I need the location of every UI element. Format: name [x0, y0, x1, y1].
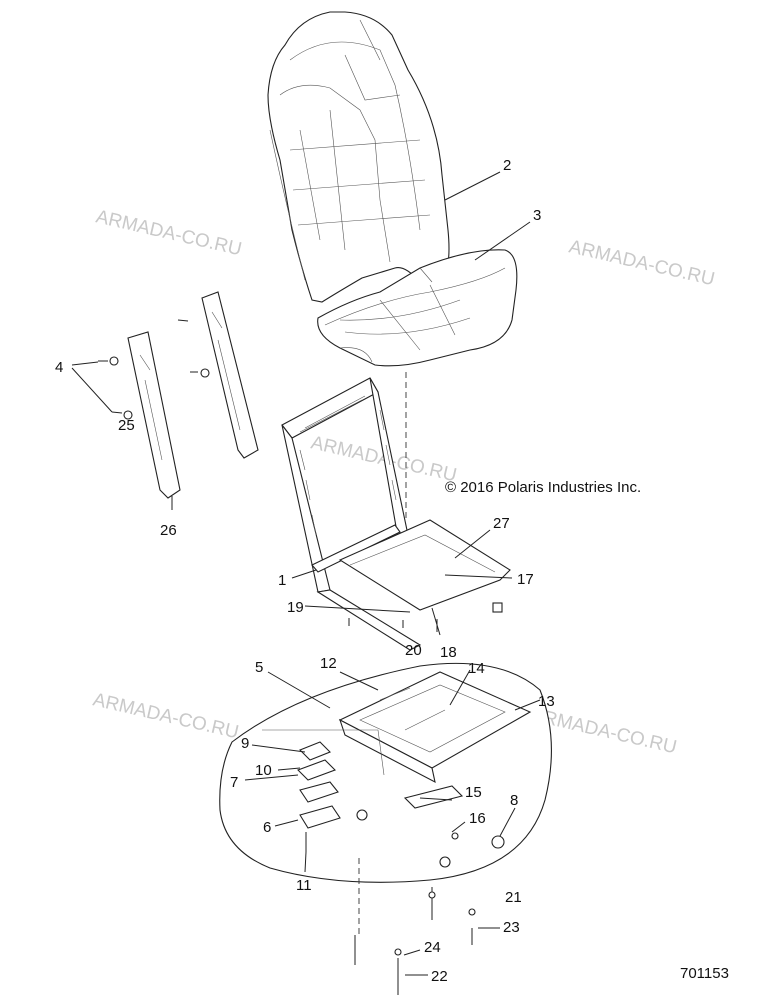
callout-14: 14: [468, 660, 485, 677]
leader-lines: [71, 171, 541, 976]
callout-11: 11: [296, 877, 312, 894]
seat-frame-drawing: [281, 377, 511, 651]
callout-8: 8: [510, 792, 518, 809]
callout-25: 25: [118, 417, 135, 434]
seat-cushion-drawing: [317, 249, 518, 367]
callout-13: 13: [538, 693, 555, 710]
callout-22: 22: [431, 968, 448, 985]
callout-9: 9: [241, 735, 249, 752]
callout-18: 18: [440, 644, 457, 661]
callout-21: 21: [505, 889, 522, 906]
callout-10: 10: [255, 762, 272, 779]
callout-6: 6: [263, 819, 271, 836]
callout-5: 5: [255, 659, 263, 676]
watermark-1: ARMADA-CO.RU: [94, 206, 244, 260]
callout-16: 16: [469, 810, 486, 827]
assembly-lines: [358, 372, 407, 935]
plate-15-drawing: [356, 602, 505, 868]
callouts: 1 2 3 4 5 6 7 8 9 10 11 12 13 14 15 16 1…: [55, 157, 555, 985]
watermark-4: ARMADA-CO.RU: [91, 689, 241, 743]
callout-1: 1: [278, 572, 286, 589]
callout-27: 27: [493, 515, 510, 532]
callout-19: 19: [287, 599, 304, 616]
callout-17: 17: [517, 571, 534, 588]
callout-12: 12: [320, 655, 337, 672]
slider-tracks-drawing: [127, 291, 259, 499]
callout-3: 3: [533, 207, 541, 224]
bolts-drawing: [305, 618, 476, 995]
callout-7: 7: [230, 774, 238, 791]
callout-15: 15: [465, 784, 482, 801]
watermark-2: ARMADA-CO.RU: [567, 236, 717, 290]
callout-2: 2: [503, 157, 511, 174]
latch-hardware-drawing: [262, 729, 385, 829]
copyright-text: © 2016 Polaris Industries Inc.: [445, 479, 641, 496]
callout-20: 20: [405, 642, 422, 659]
callout-4: 4: [55, 359, 63, 376]
callout-24: 24: [424, 939, 441, 956]
track-hardware-drawing: [98, 319, 210, 420]
diagram-number: 701153: [680, 965, 729, 982]
callout-26: 26: [160, 522, 177, 539]
seat-back-drawing: [267, 11, 450, 303]
callout-23: 23: [503, 919, 520, 936]
